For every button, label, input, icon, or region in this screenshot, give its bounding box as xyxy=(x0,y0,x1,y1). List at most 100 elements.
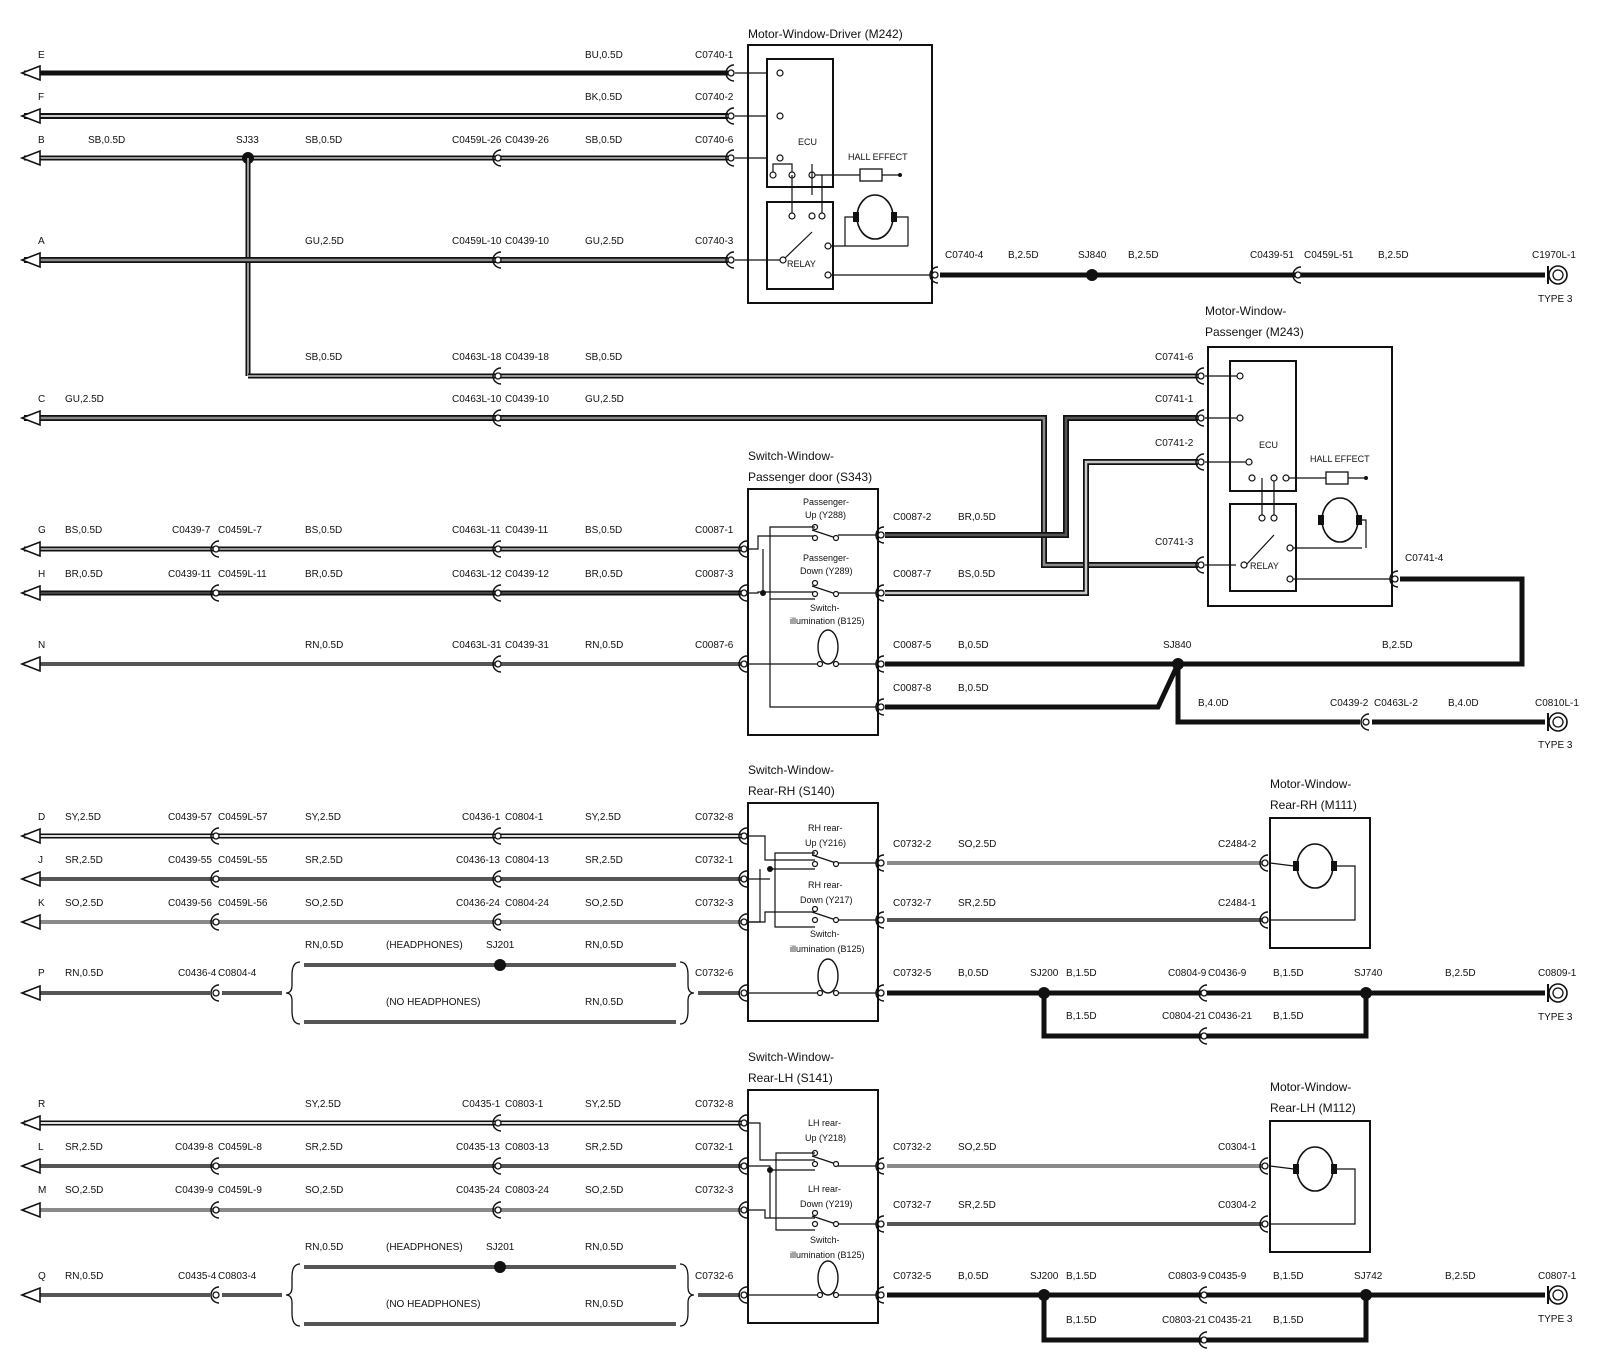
connector-label: C0463L-11 xyxy=(452,525,501,536)
relay-label: RELAY xyxy=(1250,561,1279,571)
connector-label: C0803-21 xyxy=(1162,1315,1206,1326)
connector-label: C0439-51 xyxy=(1250,250,1294,261)
connector-label: C0087-1 xyxy=(695,525,734,536)
connector-label: C0436-24 xyxy=(456,898,500,909)
splice-label: SJ740 xyxy=(1354,968,1383,979)
connector-label: C0809-1 xyxy=(1538,968,1577,979)
switch-label: illumination (B125) xyxy=(790,1250,865,1260)
wire-n xyxy=(21,655,748,673)
switch-label: illumination (B125) xyxy=(790,616,865,626)
wire-label: SB,0.5D xyxy=(88,135,125,146)
switch-label: LH rear- xyxy=(808,1184,841,1194)
connector-label: C0439-8 xyxy=(175,1142,214,1153)
wire-label: B,0.5D xyxy=(958,683,989,694)
wire-label: SY,2.5D xyxy=(585,812,621,823)
connector-label: C0463L-12 xyxy=(452,569,502,580)
connector-label: C0803-1 xyxy=(505,1099,544,1110)
row-letter-k: K xyxy=(38,898,45,909)
connector-label: C0459L-26 xyxy=(452,135,502,146)
connector-label: C0435-21 xyxy=(1208,1315,1252,1326)
wire-b xyxy=(21,149,767,376)
connector-label: C0439-26 xyxy=(505,135,549,146)
wire-label: B,2.5D xyxy=(1445,1271,1476,1282)
splice-sj840 xyxy=(1086,269,1098,281)
connector-label: C1970L-1 xyxy=(1532,250,1576,261)
wire-label: B,1.5D xyxy=(1066,1011,1097,1022)
ground-c0807-1 xyxy=(1547,1285,1568,1305)
wire-label: B,2.5D xyxy=(1008,250,1039,261)
connector-label: C0732-8 xyxy=(695,812,734,823)
component-title: Rear-LH (M112) xyxy=(1270,1101,1356,1115)
connector-label: C0463L-18 xyxy=(452,352,502,363)
wire-label: GU,2.5D xyxy=(585,236,624,247)
connector-label: C0435-1 xyxy=(462,1099,501,1110)
component-title: Switch-Window- xyxy=(748,1050,834,1064)
connector-label: C0803-24 xyxy=(505,1185,549,1196)
row-letter-m: M xyxy=(38,1185,46,1196)
splice-sj742 xyxy=(1360,1289,1372,1301)
connector-label: C0732-7 xyxy=(893,898,932,909)
wire-label: SR,2.5D xyxy=(958,1200,996,1211)
connector-label: C0087-3 xyxy=(695,569,734,580)
connector-label: C0435-4 xyxy=(178,1271,217,1282)
wire-label: B,1.5D xyxy=(1273,968,1304,979)
motor-window-passenger-m243: Motor-Window- Passenger (M243) ECU RELAY… xyxy=(1205,304,1393,607)
wire-p xyxy=(21,959,748,1025)
connector-label: C0732-2 xyxy=(893,1142,932,1153)
connector-label: C0804-4 xyxy=(218,968,257,979)
wire-label: SR,2.5D xyxy=(305,1142,343,1153)
ground-type: TYPE 3 xyxy=(1538,740,1573,751)
row-letter-c: C xyxy=(38,394,45,405)
wire-label: GU,2.5D xyxy=(65,394,104,405)
connector-label: C0087-7 xyxy=(893,569,932,580)
row-letter-j: J xyxy=(38,855,43,866)
wire-label: B,2.5D xyxy=(1445,968,1476,979)
wire-label: B,1.5D xyxy=(1273,1271,1304,1282)
splice-label: SJ201 xyxy=(486,1242,515,1253)
connector-label: C0439-10 xyxy=(505,236,549,247)
splice-label: SJ742 xyxy=(1354,1271,1383,1282)
wire-label: SY,2.5D xyxy=(65,812,101,823)
row-letter-h: H xyxy=(38,569,45,580)
connector-label: C0804-13 xyxy=(505,855,549,866)
rear-lh-section: R SY,2.5D C0435-1 C0803-1 SY,2.5D C0732-… xyxy=(21,1050,1577,1349)
connector-label: C0732-3 xyxy=(695,898,734,909)
connector-label: C0459L-56 xyxy=(218,898,268,909)
switch-label: Switch- xyxy=(810,1235,840,1245)
wire-label: BR,0.5D xyxy=(305,569,343,580)
ground-wire-sj840 xyxy=(885,576,1568,732)
switch-label: LH rear- xyxy=(808,1118,841,1128)
component-title: Passenger (M243) xyxy=(1205,325,1304,339)
connector-label: C0740-2 xyxy=(695,92,734,103)
headphones-label: (HEADPHONES) xyxy=(386,1242,463,1253)
wire-f xyxy=(21,107,767,125)
wire-label: B,2.5D xyxy=(1128,250,1159,261)
wire-label: SR,2.5D xyxy=(958,898,996,909)
wire-l xyxy=(21,1157,748,1175)
wire-label: RN,0.5D xyxy=(585,640,623,651)
wire-label: SB,0.5D xyxy=(585,135,622,146)
connector-label: C0804-9 xyxy=(1168,968,1207,979)
hall-effect-label: HALL EFFECT xyxy=(1310,454,1370,464)
connector-label: C0439-56 xyxy=(168,898,212,909)
splice-sj201 xyxy=(494,1261,506,1273)
connector-label: C0459L-9 xyxy=(218,1185,262,1196)
no-headphones-label: (NO HEADPHONES) xyxy=(386,997,480,1008)
connector-label: C0436-1 xyxy=(462,812,501,823)
hall-effect-label: HALL EFFECT xyxy=(848,152,908,162)
switch-label: Down (Y219) xyxy=(800,1199,853,1209)
wire-label: RN,0.5D xyxy=(305,640,343,651)
wire-label: BR,0.5D xyxy=(65,569,103,580)
wire-label: B,1.5D xyxy=(1273,1315,1304,1326)
wire-label: RN,0.5D xyxy=(305,940,343,951)
ecu-label: ECU xyxy=(798,137,817,147)
row-letter-q: Q xyxy=(38,1271,46,1282)
connector-label: C0436-9 xyxy=(1208,968,1247,979)
switch-label: RH rear- xyxy=(808,880,843,890)
wire-k xyxy=(21,913,748,931)
component-title: Motor-Window- xyxy=(1270,1080,1351,1094)
connector-label: C0740-3 xyxy=(695,236,734,247)
wire-bs-c0741-2 xyxy=(885,453,1246,596)
connector-label: C0740-4 xyxy=(945,250,984,261)
